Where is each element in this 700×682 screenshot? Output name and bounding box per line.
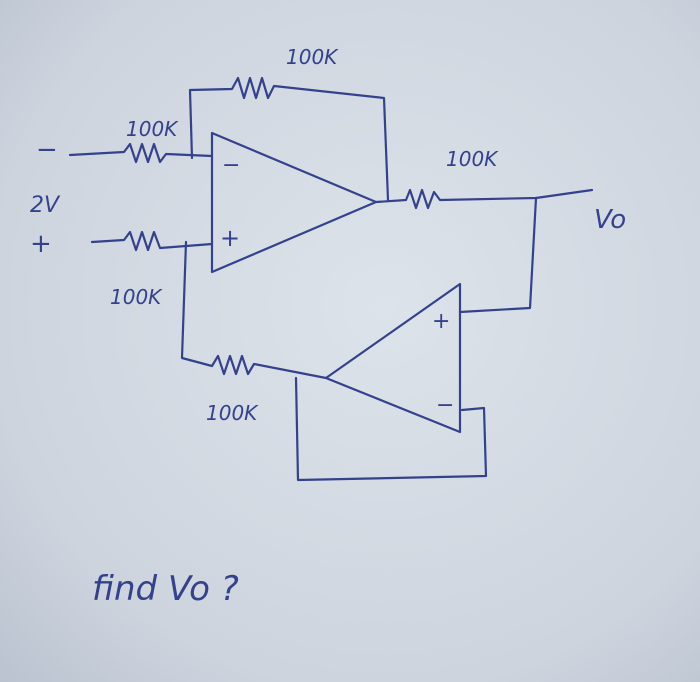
buffer-resistor-label: 100K [206, 401, 259, 425]
opamp1-triangle [210, 131, 378, 274]
question-text: find Vo ? [92, 569, 239, 609]
opamp1-plus-sign: + [220, 224, 240, 252]
plus-input-resistor-label: 100K [110, 285, 163, 309]
plus-input-wire [90, 230, 214, 252]
source-minus-sign: − [36, 135, 58, 165]
buffer-return-wire [180, 240, 328, 380]
opamp2-minus-sign: − [436, 393, 454, 418]
minus-input-resistor-label: 100K [126, 117, 179, 141]
opamp1-minus-sign: − [222, 153, 240, 178]
opamp2-triangle [324, 282, 462, 434]
opamp2-plus-sign: + [432, 309, 450, 334]
output-vo-label: Vo [594, 205, 626, 235]
output-resistor-label: 100K [446, 147, 499, 171]
source-plus-sign: + [30, 229, 52, 259]
tap-wire [458, 196, 538, 314]
feedback-resistor-label: 100K [286, 45, 339, 69]
output-wire [374, 188, 594, 210]
minus-input-wire [68, 142, 214, 164]
buffer-feedback-wire [294, 376, 488, 482]
feedback-wire [188, 76, 390, 202]
source-voltage-label: 2V [30, 193, 61, 218]
